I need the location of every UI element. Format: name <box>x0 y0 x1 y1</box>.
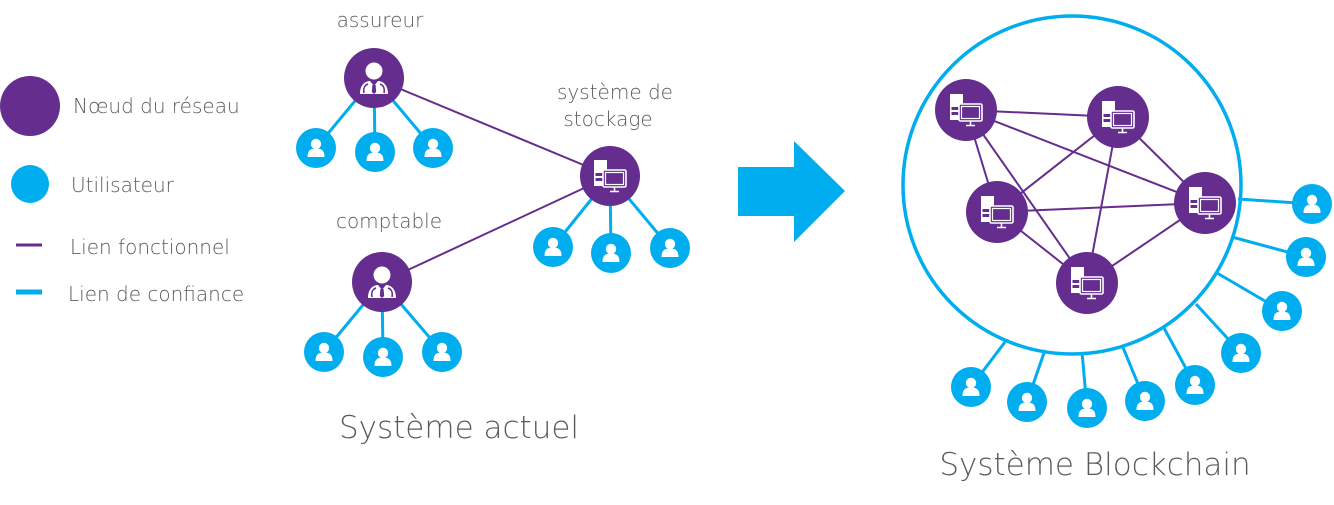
user <box>355 132 395 172</box>
functional-link <box>965 109 1088 284</box>
user <box>591 233 631 273</box>
legend-item-node: Nœud du réseau <box>0 76 240 136</box>
user <box>304 332 344 372</box>
user <box>1007 382 1047 422</box>
legend-item-functional-link: Lien fonctionnel <box>16 235 230 259</box>
node-label: assureur <box>337 8 425 32</box>
node-label: comptable <box>336 209 442 233</box>
user <box>1292 184 1332 224</box>
functional-link <box>373 77 611 177</box>
functional-link <box>996 202 1206 213</box>
legend-item-trust-link: Lien de confiance <box>16 282 244 306</box>
network-node <box>1087 86 1149 148</box>
blockchain-boundary <box>901 14 1243 356</box>
user <box>533 227 573 267</box>
blockchain-system: Système Blockchain <box>901 14 1332 483</box>
legend: Nœud du réseau Utilisateur Lien fonction… <box>0 76 244 306</box>
user <box>1221 333 1261 373</box>
caption-current-system: Système actuel <box>339 410 579 446</box>
node-comptable: comptable <box>304 209 462 377</box>
user <box>1125 381 1165 421</box>
functional-link <box>965 109 1206 204</box>
node-assureur: assureur <box>296 8 453 172</box>
current-system: assureur système de stockage comptable <box>296 8 690 446</box>
user <box>296 128 336 168</box>
user <box>951 367 991 407</box>
user <box>650 228 690 268</box>
user <box>422 332 462 372</box>
network-node <box>1056 252 1118 314</box>
network-node <box>966 181 1028 243</box>
user <box>1262 291 1302 331</box>
user <box>1286 237 1326 277</box>
node-symbol <box>0 76 60 136</box>
functional-link <box>381 175 611 283</box>
user <box>413 128 453 168</box>
blockchain-users <box>951 184 1332 428</box>
legend-item-user: Utilisateur <box>11 165 175 203</box>
network-node <box>935 79 997 141</box>
user <box>363 337 403 377</box>
trust-links <box>969 197 1313 409</box>
node-stockage: système de stockage <box>533 80 690 273</box>
legend-label: Lien de confiance <box>68 282 244 306</box>
right-arrow-icon <box>738 141 845 242</box>
user-symbol <box>11 165 49 203</box>
network-node <box>1174 172 1236 234</box>
legend-label: Lien fonctionnel <box>70 235 230 259</box>
node-label-line: stockage <box>563 107 652 131</box>
caption-blockchain-system: Système Blockchain <box>939 447 1250 483</box>
user <box>1175 365 1215 405</box>
legend-label: Nœud du réseau <box>73 94 240 118</box>
blockchain-nodes <box>935 79 1236 314</box>
user <box>1067 388 1107 428</box>
legend-label: Utilisateur <box>71 173 175 197</box>
node-label-line: système de <box>557 80 673 104</box>
